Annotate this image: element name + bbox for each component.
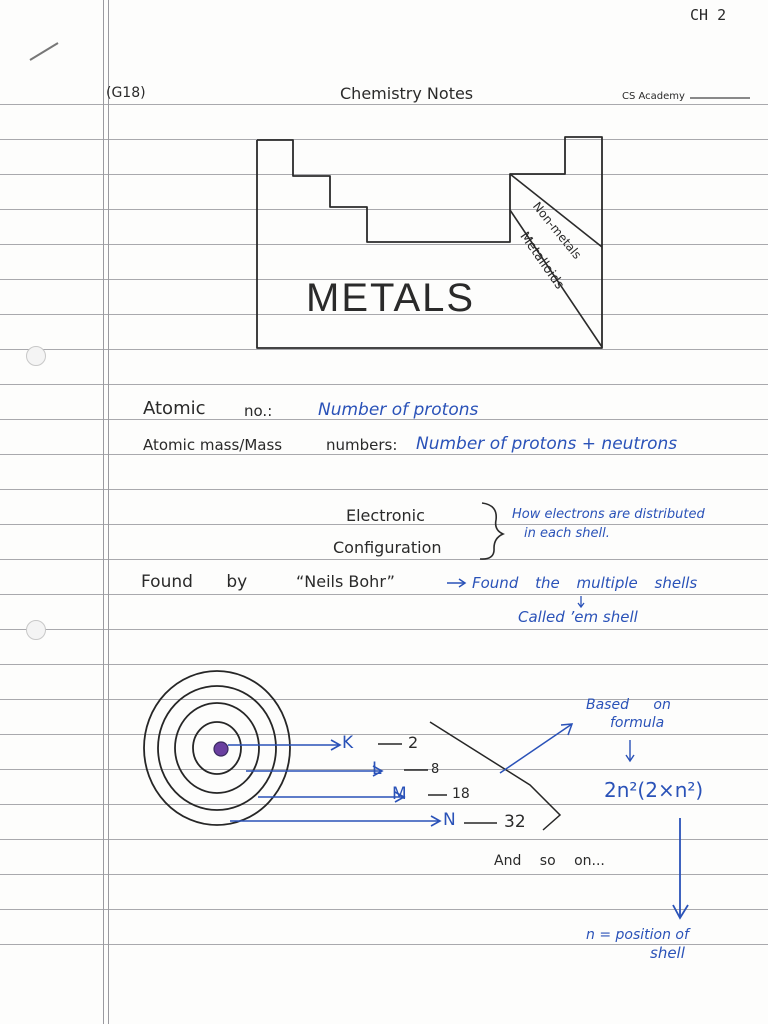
nucleus — [213, 741, 229, 757]
arrow-to-formula-icon — [499, 723, 573, 774]
shell-m-ring — [157, 685, 277, 811]
based-on-label: Based on — [586, 697, 671, 713]
n-definition-line2: shell — [650, 944, 685, 962]
shell-capacity-formula: 2n²(2×n²) — [604, 778, 704, 802]
definition-term-suffix: numbers: — [326, 436, 398, 454]
formula-word-label: formula — [610, 715, 665, 731]
school-name: CS Academy — [622, 91, 685, 102]
nonmetal-divider — [509, 173, 603, 248]
shell-l-ring — [174, 702, 260, 794]
shell-k-ring — [192, 721, 242, 775]
page-title: Chemistry Notes — [340, 84, 474, 103]
shell-arrows — [228, 739, 442, 827]
capacity-dashes — [378, 743, 497, 824]
shell-label: K — [342, 733, 354, 753]
config-meaning-line2: in each shell. — [524, 526, 610, 541]
shell-capacity: 18 — [452, 786, 470, 802]
config-term-line2: Configuration — [333, 538, 442, 557]
shell-capacity: 32 — [504, 812, 526, 832]
shell-label: M — [392, 784, 407, 804]
scientist-name: “Neils Bohr” — [296, 572, 395, 591]
shell-capacity: 8 — [431, 762, 440, 777]
definition-meaning: Number of protons + neutrons — [416, 434, 678, 454]
punch-hole — [26, 346, 46, 366]
metals-label: METALS — [306, 276, 476, 320]
bohr-finding: Found the multiple shells — [472, 574, 698, 592]
punch-hole — [26, 620, 46, 640]
margin-line — [108, 0, 109, 1024]
config-term-line1: Electronic — [346, 506, 425, 525]
chapter-label: CH 2 — [690, 6, 727, 24]
margin-line — [103, 0, 104, 1024]
bohr-atom — [143, 670, 291, 826]
grade-label: (G18) — [106, 85, 146, 101]
found-by-label: Found by — [141, 572, 248, 592]
shell-n-ring — [143, 670, 291, 826]
definition-term: Atomic — [143, 398, 206, 419]
arrow-head-icon — [458, 578, 467, 588]
definition-term: Atomic mass/Mass — [143, 436, 283, 454]
brace — [479, 502, 505, 560]
n-definition-line1: n = position of — [586, 927, 689, 943]
config-meaning-line1: How electrons are distributed — [512, 507, 705, 522]
pencil-mark — [29, 42, 59, 61]
group-bracket — [429, 721, 562, 831]
definition-meaning: Number of protons — [318, 400, 479, 420]
definition-term-suffix: no.: — [244, 402, 273, 420]
shell-label: L — [372, 759, 382, 779]
shell-name-note: Called ’em shell — [518, 608, 638, 626]
periodic-table-outline — [256, 136, 603, 349]
shell-capacity: 2 — [408, 733, 419, 752]
shell-label: N — [443, 810, 456, 830]
metalloid-divider — [509, 209, 603, 348]
and-so-on-note: And so on... — [494, 853, 605, 869]
